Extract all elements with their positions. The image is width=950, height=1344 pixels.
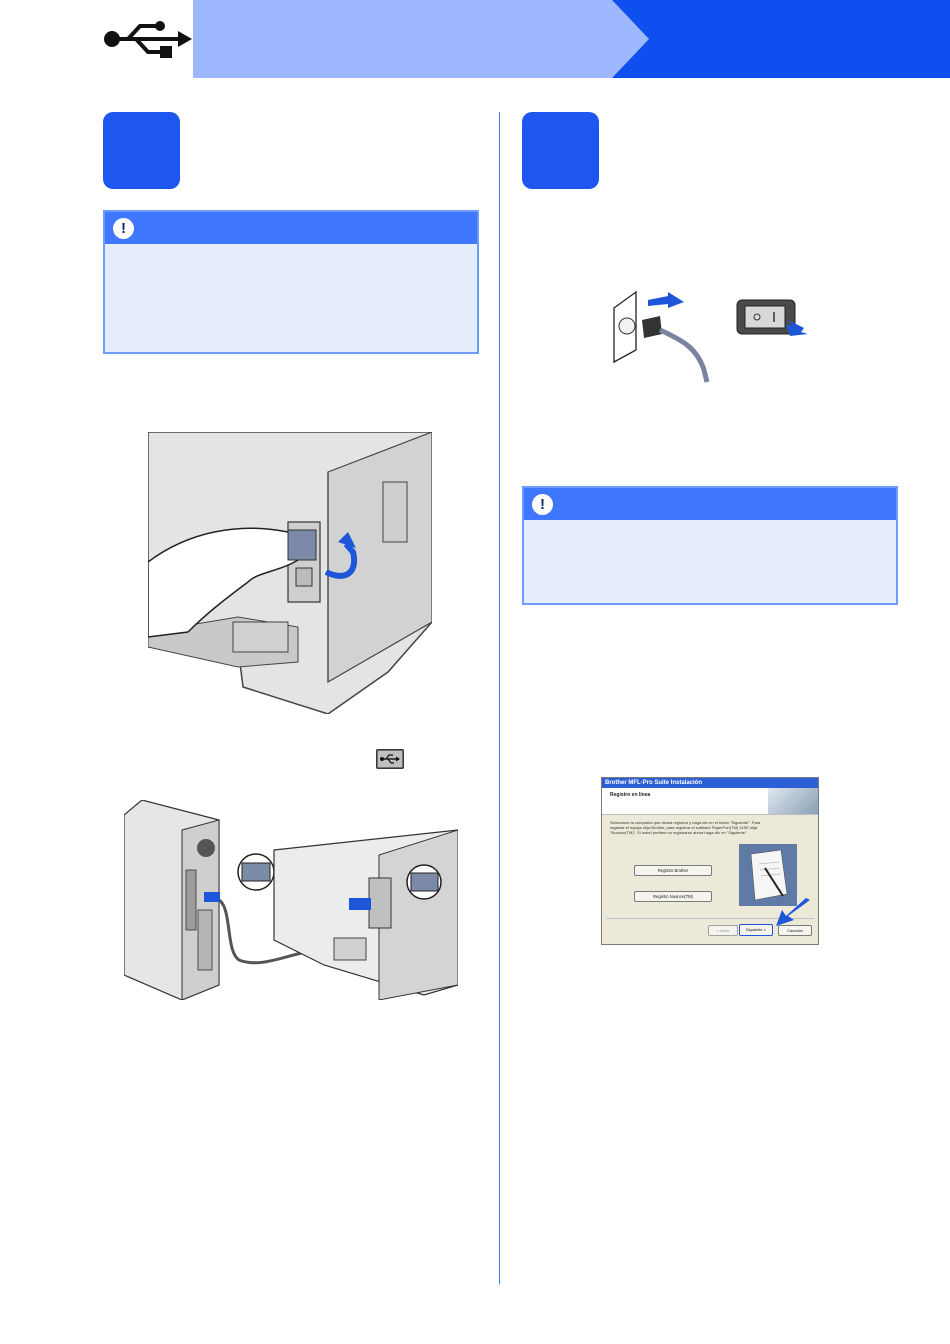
dialog-title: Brother MFL-Pro Suite Instalación bbox=[605, 780, 703, 786]
registration-graphic bbox=[739, 844, 797, 906]
back-button[interactable]: < Atrás bbox=[708, 925, 738, 936]
usb-trident-icon bbox=[100, 18, 192, 60]
dialog-text-line: registrar el equipo elija Brother, para … bbox=[610, 825, 758, 830]
printer-usb-cover-illustration bbox=[148, 432, 432, 714]
dialog-titlebar: Brother MFL-Pro Suite Instalación bbox=[602, 778, 818, 788]
exclamation-icon: ! bbox=[113, 218, 134, 239]
next-button-label: Siguiente > bbox=[745, 927, 767, 932]
step-number-box bbox=[103, 112, 180, 189]
dialog-heading: Registro en línea bbox=[610, 792, 651, 798]
important-note-box: ! bbox=[103, 210, 479, 354]
register-brother-button[interactable]: Registro Brother bbox=[634, 865, 712, 876]
usb-port-icon bbox=[376, 749, 404, 769]
dialog-text-line: "Nuance(TM)". Si usted prefiere no regis… bbox=[610, 830, 748, 835]
note-header: ! bbox=[524, 488, 896, 520]
step-number-box bbox=[522, 112, 599, 189]
power-connection-illustration bbox=[612, 290, 810, 386]
dialog-text-line: Seleccione la compañía que desea registr… bbox=[610, 820, 761, 825]
dialog-text: Seleccione la compañía que desea registr… bbox=[610, 820, 810, 835]
header-arrow bbox=[612, 0, 950, 78]
note-header: ! bbox=[105, 212, 477, 244]
back-button-label: < Atrás bbox=[716, 928, 730, 933]
pointer-arrow-icon bbox=[772, 898, 812, 928]
next-button[interactable]: Siguiente > bbox=[739, 924, 773, 936]
usb-connection-illustration bbox=[124, 800, 458, 1000]
dialog-separator bbox=[606, 918, 814, 919]
important-note-box: ! bbox=[522, 486, 898, 605]
register-nuance-button[interactable]: Registro Nuance(TM) bbox=[634, 891, 712, 902]
column-divider bbox=[499, 112, 500, 1284]
cancel-button[interactable]: Cancelar bbox=[778, 925, 812, 936]
register-nuance-label: Registro Nuance(TM) bbox=[652, 894, 694, 899]
register-brother-label: Registro Brother bbox=[657, 868, 689, 873]
installer-dialog: Brother MFL-Pro Suite Instalación Regist… bbox=[601, 777, 819, 945]
cancel-button-label: Cancelar bbox=[786, 928, 803, 933]
dialog-header-graphic bbox=[768, 788, 818, 814]
dialog-header-panel: Registro en línea bbox=[602, 788, 818, 815]
exclamation-icon: ! bbox=[532, 494, 553, 515]
